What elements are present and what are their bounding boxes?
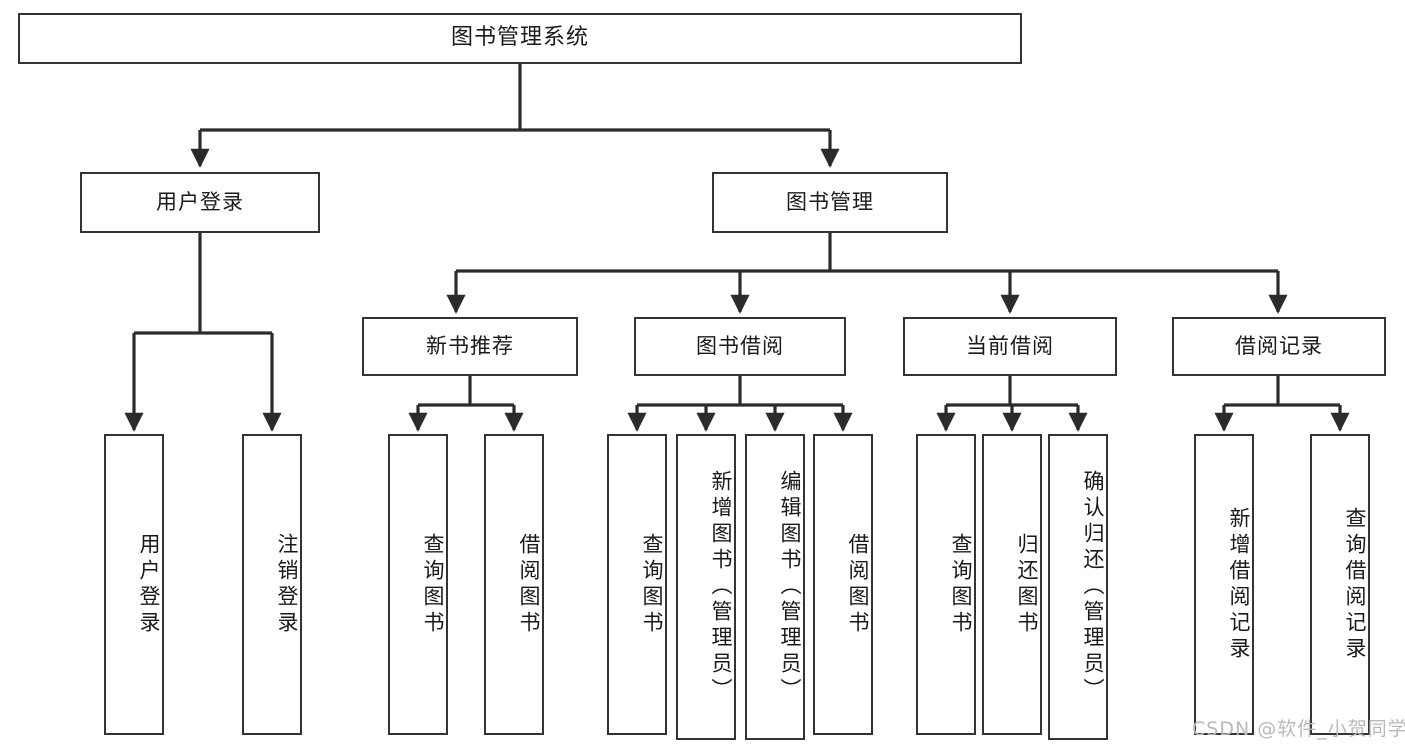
node-new-book-recommend[interactable]: 新书推荐 [362,317,578,376]
node-book-management-label: 图书管理 [786,189,874,214]
node-book-borrow[interactable]: 图书借阅 [634,317,846,376]
node-leaf-nbr-query-book-label: 查询图书 [421,532,445,637]
node-leaf-user-login-label: 用户登录 [137,532,161,637]
node-leaf-br-add-record[interactable]: 新增借阅记录 [1194,434,1254,735]
node-leaf-nbr-borrow-book[interactable]: 借阅图书 [484,434,544,735]
node-current-borrow[interactable]: 当前借阅 [903,317,1117,376]
node-leaf-bb-edit-book-label: 编辑图书（管理员） [778,470,802,704]
node-leaf-cb-query-book[interactable]: 查询图书 [916,434,976,735]
node-borrow-record[interactable]: 借阅记录 [1172,317,1386,376]
node-leaf-logout[interactable]: 注销登录 [242,434,302,735]
node-leaf-nbr-borrow-book-label: 借阅图书 [517,532,541,637]
node-leaf-cb-confirm-return-label: 确认归还（管理员） [1081,470,1105,704]
node-leaf-bb-borrow-book-label: 借阅图书 [846,532,870,637]
node-leaf-bb-add-book-label: 新增图书（管理员） [709,470,733,704]
node-leaf-br-add-record-label: 新增借阅记录 [1227,506,1251,663]
node-root-system-label: 图书管理系统 [450,25,589,51]
node-leaf-cb-confirm-return[interactable]: 确认归还（管理员） [1048,434,1108,740]
node-root-system[interactable]: 图书管理系统 [18,13,1022,64]
node-leaf-br-query-record-label: 查询借阅记录 [1343,506,1367,663]
node-leaf-bb-edit-book[interactable]: 编辑图书（管理员） [745,434,805,740]
node-leaf-bb-query-book[interactable]: 查询图书 [607,434,667,735]
node-current-borrow-label: 当前借阅 [966,333,1054,358]
node-user-login-label: 用户登录 [156,189,244,214]
node-leaf-bb-query-book-label: 查询图书 [640,532,664,637]
node-leaf-logout-label: 注销登录 [275,532,299,637]
csdn-watermark: CSDN @软件_小贺同学 [1192,718,1405,740]
node-leaf-user-login[interactable]: 用户登录 [104,434,164,735]
node-leaf-nbr-query-book[interactable]: 查询图书 [388,434,448,735]
node-leaf-bb-add-book[interactable]: 新增图书（管理员） [676,434,736,740]
node-user-login[interactable]: 用户登录 [80,172,320,233]
node-leaf-cb-return-book-label: 归还图书 [1015,532,1039,637]
node-leaf-cb-return-book[interactable]: 归还图书 [982,434,1042,735]
node-leaf-bb-borrow-book[interactable]: 借阅图书 [813,434,873,735]
node-new-book-recommend-label: 新书推荐 [426,333,514,358]
node-book-management[interactable]: 图书管理 [712,172,948,233]
node-leaf-br-query-record[interactable]: 查询借阅记录 [1310,434,1370,735]
node-leaf-cb-query-book-label: 查询图书 [949,532,973,637]
node-borrow-record-label: 借阅记录 [1235,333,1323,358]
node-book-borrow-label: 图书借阅 [696,333,784,358]
